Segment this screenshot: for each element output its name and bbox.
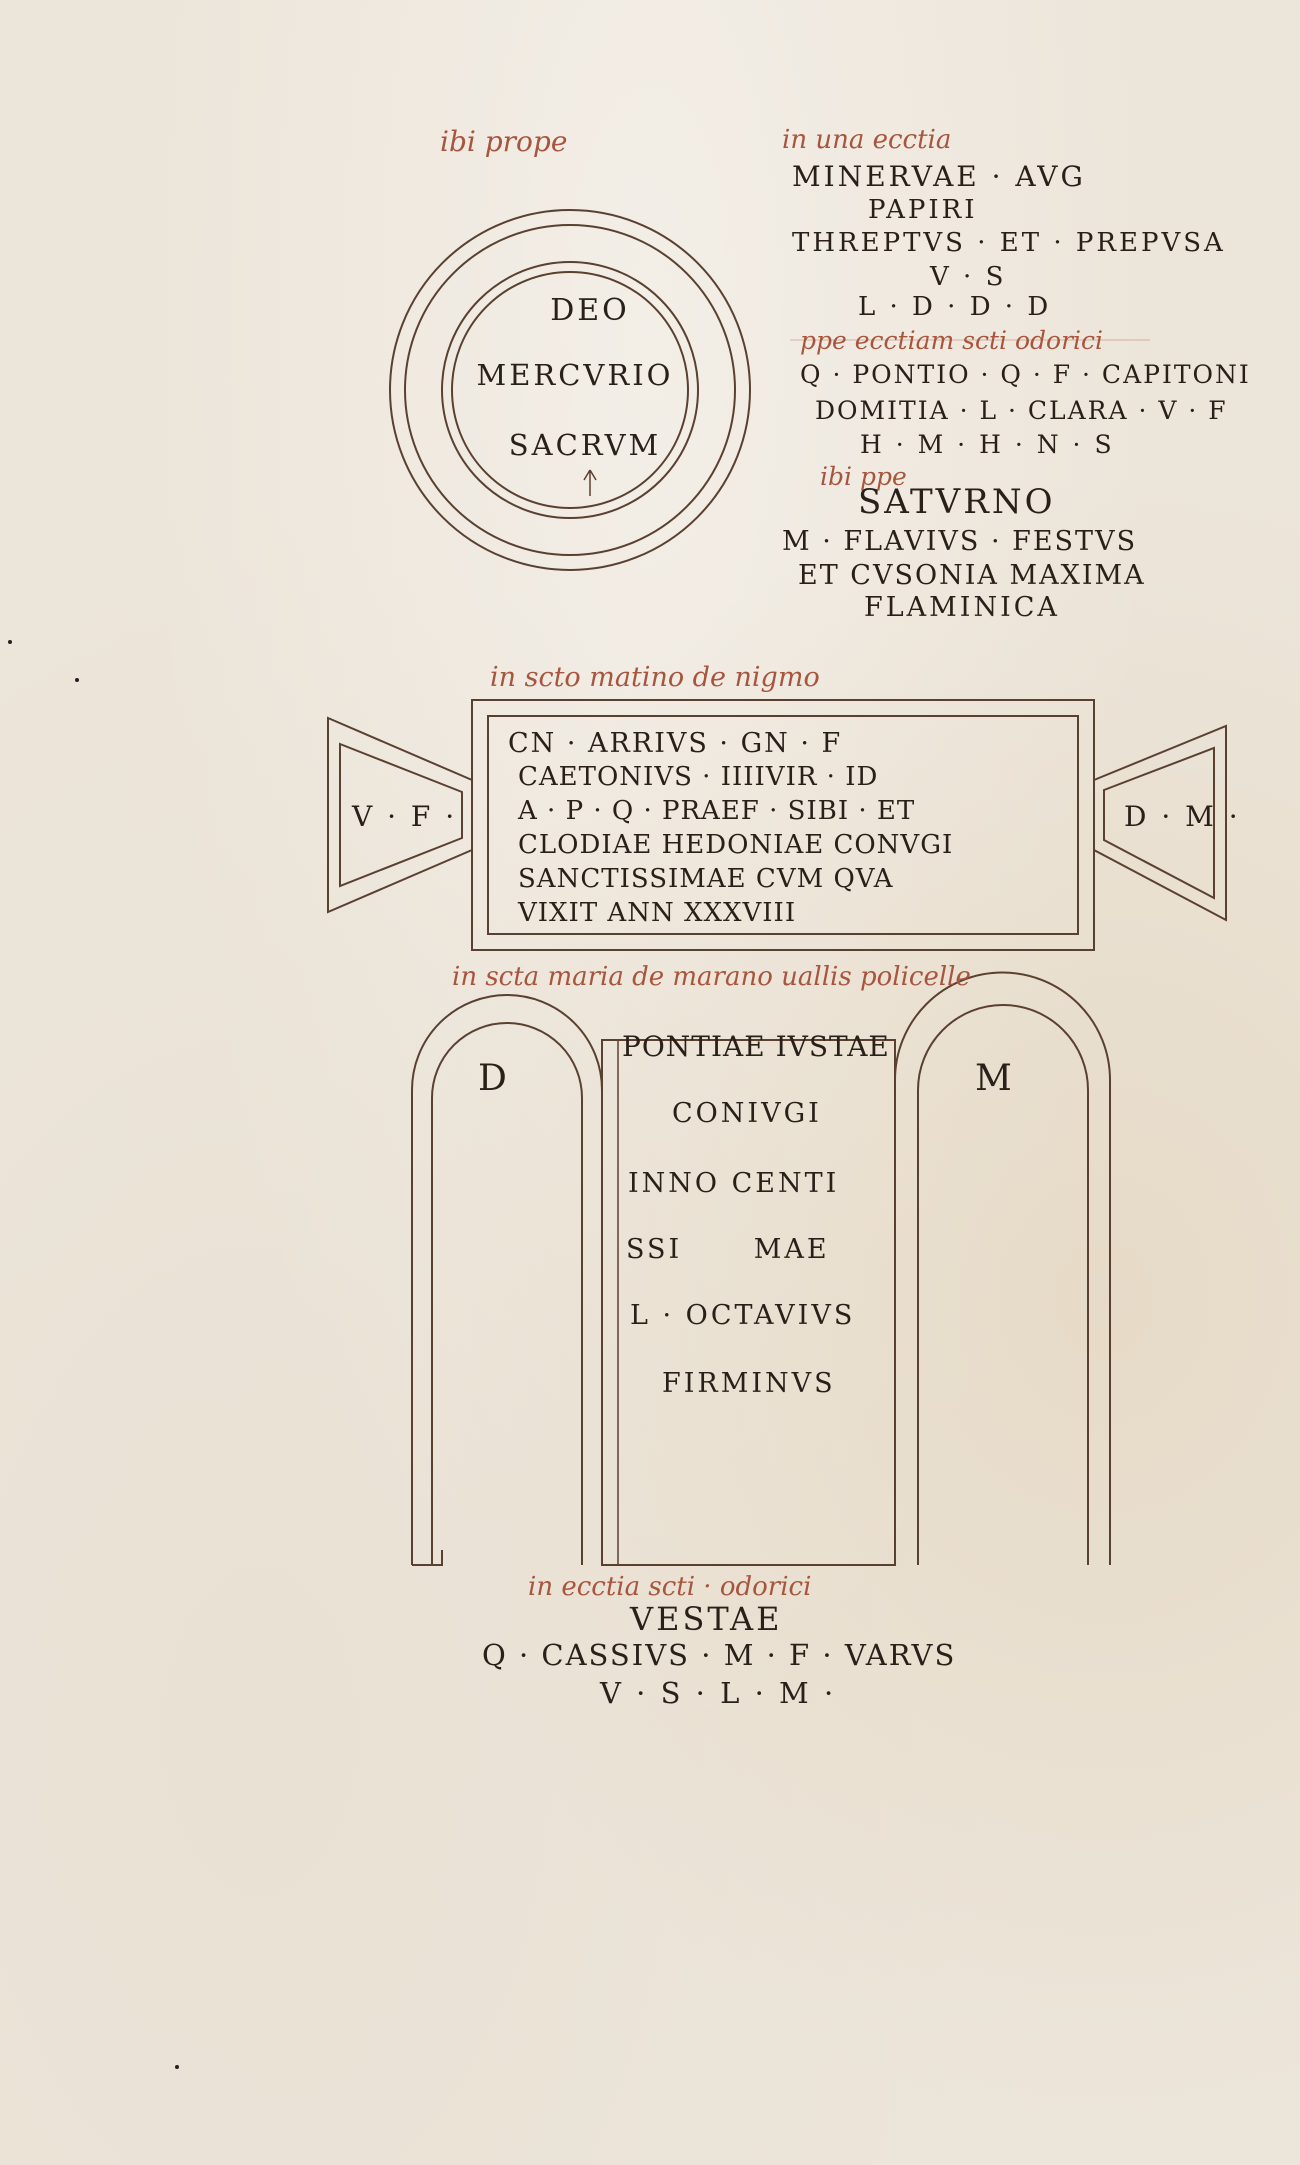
right-handle bbox=[1093, 724, 1227, 922]
left-handle bbox=[327, 716, 473, 914]
tablet-line-4: SSI MAE bbox=[626, 1234, 830, 1265]
leaf-mark bbox=[583, 469, 597, 496]
tablet-line-5: L · OCTAVIVS bbox=[630, 1300, 856, 1331]
saturno-line-4: FLAMINICA bbox=[864, 592, 1060, 623]
pontio-line-2: DOMITIA · L · CLARA · V · F bbox=[815, 396, 1228, 425]
left-arch-outer bbox=[411, 994, 603, 1565]
ink-speck bbox=[8, 640, 12, 644]
stele-left-label: V · F · bbox=[352, 800, 458, 833]
rubric-ecclesia-odorici: in ecctia scti · odorici bbox=[528, 1572, 812, 1602]
pontio-line-1: Q · PONTIO · Q · F · CAPITONI bbox=[800, 360, 1251, 389]
minerva-line-5: L · D · D · D bbox=[858, 292, 1052, 322]
stele-line-3: A · P · Q · PRAEF · SIBI · ET bbox=[518, 796, 916, 826]
tablet-line-2: CONIVGI bbox=[672, 1098, 822, 1129]
altar-circle-core bbox=[451, 271, 689, 509]
vesta-line-1: VESTAE bbox=[630, 1600, 783, 1638]
left-pillar-base bbox=[412, 1550, 443, 1566]
left-arch-inner bbox=[431, 1022, 583, 1565]
central-tablet bbox=[601, 1039, 896, 1566]
saturno-line-3: ET CVSONIA MAXIMA bbox=[798, 560, 1146, 591]
tablet-line-3: INNO CENTI bbox=[628, 1168, 840, 1199]
stele-line-4: CLODIAE HEDONIAE CONVGI bbox=[518, 830, 954, 860]
pontio-line-3: H · M · H · N · S bbox=[860, 430, 1115, 459]
circle-line-3: SACRVM bbox=[508, 428, 662, 462]
right-handle-inner bbox=[1103, 746, 1215, 900]
stele-line-1: CN · ARRIVS · GN · F bbox=[508, 728, 843, 759]
left-handle-inner bbox=[339, 742, 463, 888]
stele-right-label: D · M · bbox=[1124, 800, 1241, 833]
ink-speck bbox=[175, 2065, 179, 2069]
altar-circle-inner bbox=[441, 261, 699, 519]
minerva-line-2: PAPIRI bbox=[868, 195, 978, 225]
minerva-line-4: V · S bbox=[930, 262, 1007, 292]
minerva-line-3: THREPTVS · ET · PREPVSA bbox=[792, 228, 1226, 258]
circle-line-2: MERCVRIO bbox=[476, 358, 674, 392]
saturno-line-2: M · FLAVIVS · FESTVS bbox=[782, 526, 1138, 557]
tablet-line-6: FIRMINVS bbox=[662, 1368, 836, 1399]
right-arch-inner bbox=[917, 1004, 1089, 1565]
stele-line-6: VIXIT ANN XXXVIII bbox=[518, 898, 797, 928]
rubric-scta-maria: in scta maria de marano uallis policelle bbox=[452, 962, 971, 992]
stele-line-5: SANCTISSIMAE CVM QVA bbox=[518, 864, 894, 894]
altar-circle-ring bbox=[404, 224, 736, 556]
arch-right-letter: M bbox=[975, 1058, 1015, 1099]
stele-line-2: CAETONIVS · IIIIVIR · ID bbox=[518, 762, 879, 792]
altar-circle-outer bbox=[389, 209, 751, 571]
vesta-line-2: Q · CASSIVS · M · F · VARVS bbox=[482, 1638, 957, 1672]
tablet-line-1: PONTIAE IVSTAE bbox=[622, 1030, 890, 1063]
ink-speck bbox=[75, 678, 79, 682]
right-arch-outer bbox=[894, 971, 1111, 1565]
arch-left-letter: D bbox=[478, 1058, 510, 1099]
rubric-ibi-ppe: ibi ppe bbox=[820, 462, 907, 491]
vesta-line-3: V · S · L · M · bbox=[600, 1676, 837, 1710]
rubric-scto-matino: in scto matino de nigmo bbox=[490, 662, 820, 693]
rubric-in-una-ecclesia: in una ecctia bbox=[782, 125, 952, 155]
rubric-prope-ecclesiam: ppe ecctiam scti odorici bbox=[800, 326, 1104, 355]
rubric-ibi-prope: ibi prope bbox=[440, 125, 568, 158]
circle-line-1: DEO bbox=[550, 293, 630, 328]
stele-frame-inner bbox=[487, 715, 1079, 935]
saturno-line-1: SATVRNO bbox=[858, 482, 1056, 522]
minerva-line-1: MINERVAE · AVG bbox=[792, 160, 1086, 193]
